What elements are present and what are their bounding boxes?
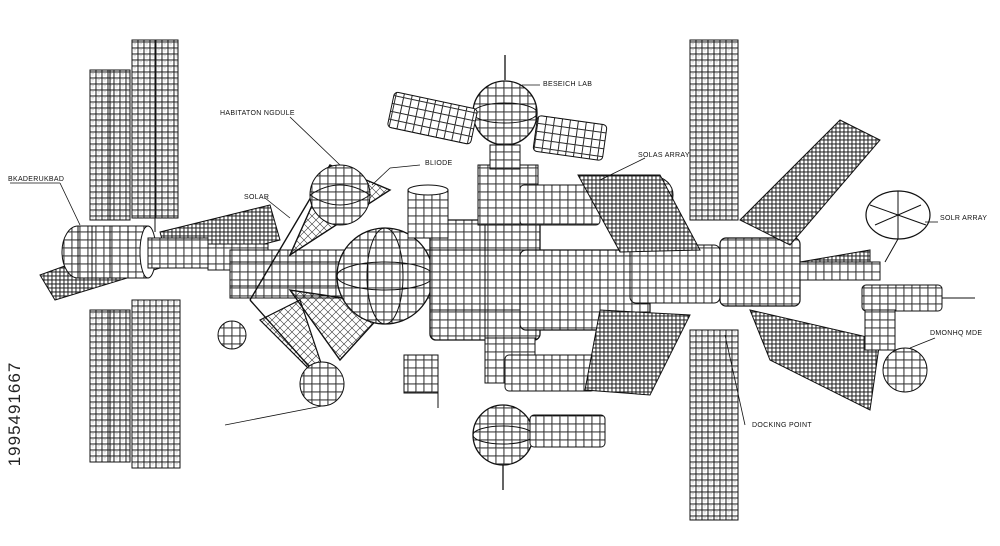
core-sphere [336,227,434,325]
label-right-module: DMONHQ MDE [930,330,983,337]
habitation-module [217,164,371,407]
stock-id-watermark: 1995491667 [2,296,28,546]
right-angled-solar-arrays [577,119,881,411]
label-habitation-module: HABITATON NGDULE [220,110,295,117]
label-solar-array-mid: SOLAS ARRAY [638,152,690,159]
right-solar-wing-upper [689,39,739,221]
bottom-lab [472,354,606,490]
label-solar-array-right: SOLR ARRAY [940,215,988,222]
label-docking-point: DOCKING POINT [752,422,812,429]
research-lab [387,55,608,170]
label-left-module: BKADERUKBAD [8,176,65,183]
right-end-assembly [799,249,975,393]
central-hub [429,164,541,384]
callout-lines [10,84,938,426]
label-solar-left: SOLAR [244,194,270,201]
stock-id-text: 1995491667 [5,361,24,467]
label-research-lab: BESEICH LAB [543,81,593,88]
right-solar-wing-lower [689,329,739,521]
top-small-tower [403,184,449,408]
left-solar-wing-upper [89,39,179,232]
label-module-top: BLIODE [425,160,453,167]
left-solar-wing-lower [89,299,181,469]
satellite-dish [865,190,931,263]
